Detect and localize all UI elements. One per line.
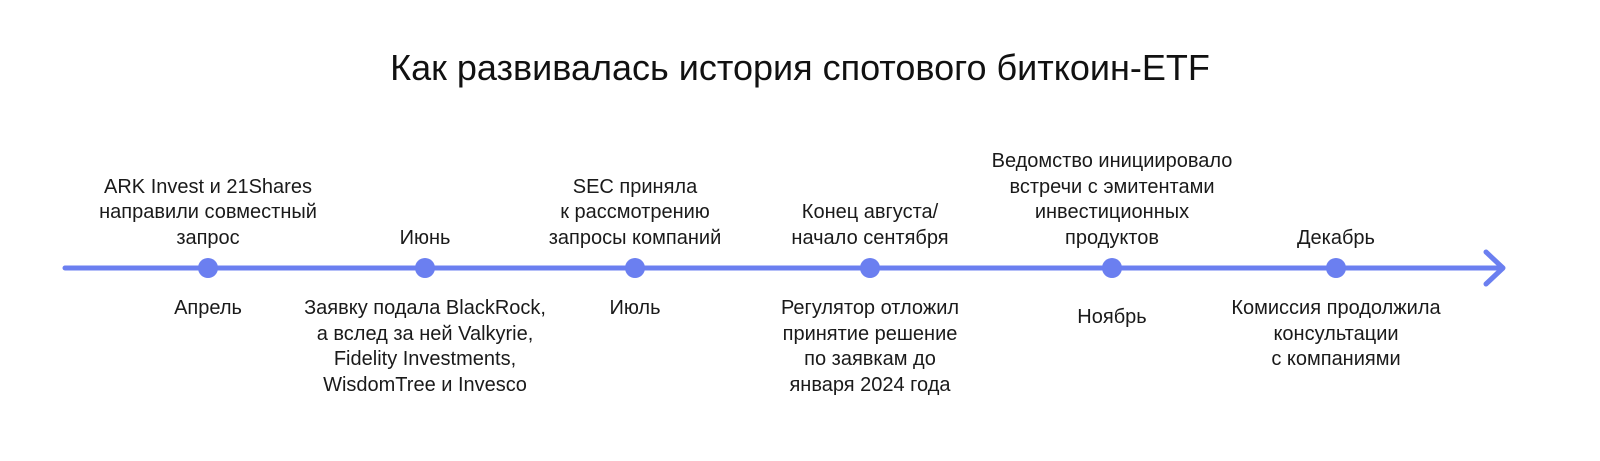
timeline-arrowhead	[1483, 249, 1506, 287]
event-aug-sep-above: Конец августа/ начало сентября	[791, 201, 949, 249]
event-june-above: Июнь	[399, 226, 451, 249]
timeline-dot-june	[415, 258, 435, 278]
event-april-below: Апрель	[174, 297, 242, 319]
event-november-above: Ведомство инициировало встречи с эмитент…	[991, 150, 1233, 249]
event-december-above: Декабрь	[1297, 226, 1375, 249]
event-november-below: Ноябрь	[1077, 306, 1147, 328]
event-december-below: Комиссия продолжила консультации с компа…	[1231, 297, 1441, 370]
timeline-dot-november	[1102, 258, 1122, 278]
event-july-above: SEC приняла к рассмотрению запросы компа…	[548, 175, 722, 249]
timeline-dot-july	[625, 258, 645, 278]
event-april-above: ARK Invest и 21Shares направили совместн…	[99, 175, 317, 249]
event-june-below: Заявку подала BlackRock, а вслед за ней …	[304, 297, 546, 396]
event-aug-sep-below: Регулятор отложил принятие решение по за…	[780, 297, 960, 396]
event-july-below: Июль	[609, 297, 661, 319]
timeline-dot-december	[1326, 258, 1346, 278]
diagram-title: Как развивалась история спотового биткои…	[390, 47, 1210, 88]
timeline-dot-aug-sep	[860, 258, 880, 278]
timeline-dot-april	[198, 258, 218, 278]
